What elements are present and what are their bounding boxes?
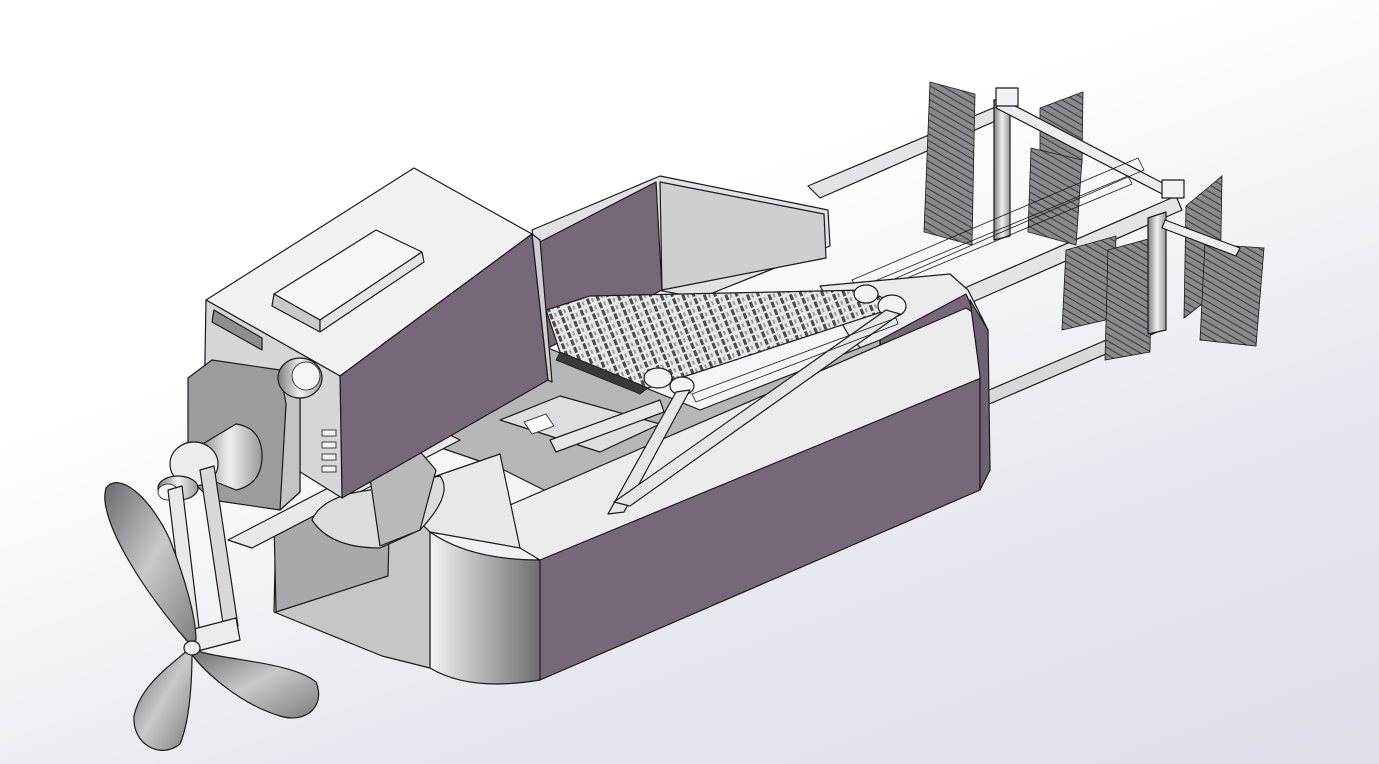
paddle-wheel-icon <box>807 81 1265 409</box>
engine-housing-icon <box>157 167 553 549</box>
propeller-icon <box>104 465 320 751</box>
conveyor-icon <box>545 284 907 515</box>
